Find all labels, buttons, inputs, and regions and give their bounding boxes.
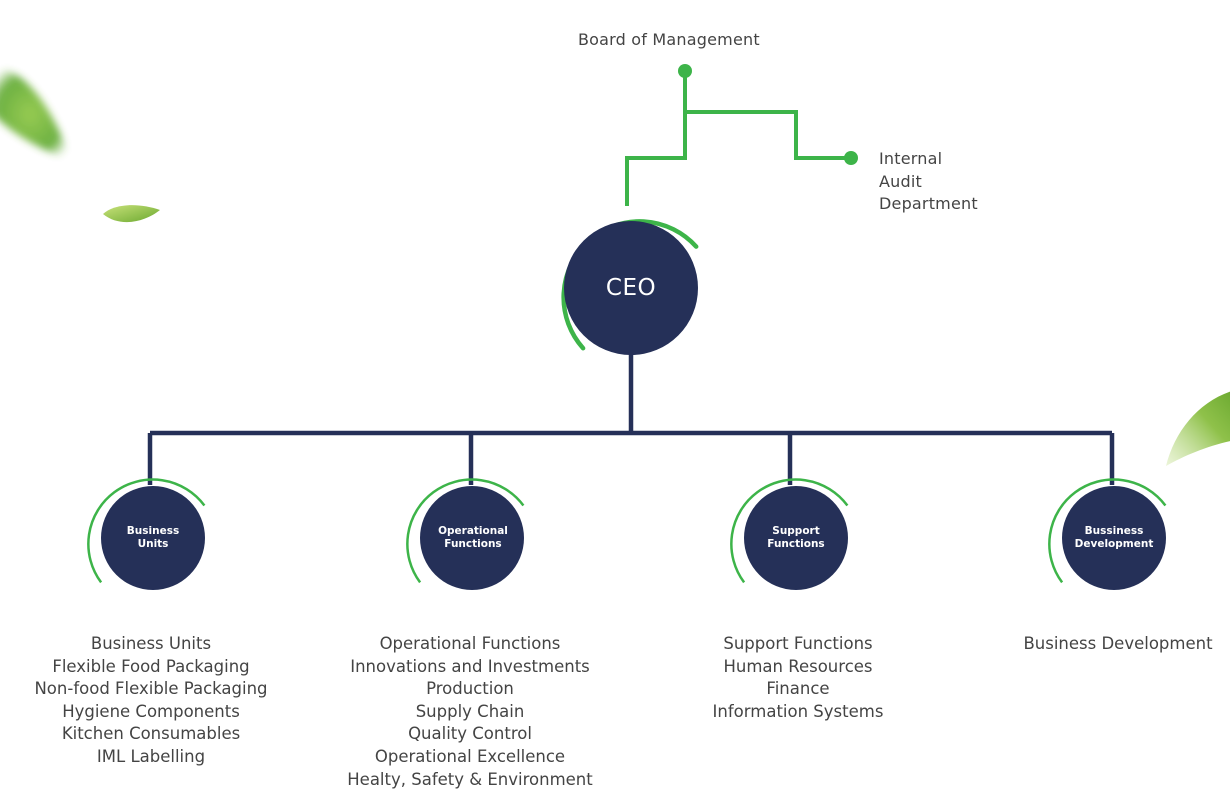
node-label-line: Bussiness (1084, 525, 1144, 537)
audit-line-2: Audit (879, 171, 922, 191)
node-label-line: Functions (767, 538, 825, 550)
list-item: Hygiene Components (62, 701, 240, 721)
board-dot (678, 64, 692, 78)
node-label-line: Development (1074, 538, 1154, 550)
leaf-small-decoration (103, 205, 160, 223)
list-item: Quality Control (408, 724, 532, 744)
list-item: Kitchen Consumables (61, 724, 241, 744)
node-label-business-units: Business Units (127, 525, 179, 551)
list-item: Non-food Flexible Packaging (34, 679, 268, 699)
ceo-circle (564, 221, 698, 355)
node-label-support-functions: Support Functions (767, 525, 824, 551)
list-item: Innovations and Investments (350, 656, 590, 676)
leaf-top-left-decoration (0, 69, 70, 160)
audit-dot (844, 151, 858, 165)
list-item: Operational Functions (379, 634, 561, 653)
board-of-management-label: Board of Management (578, 30, 760, 49)
list-item: Healty, Safety & Environment (347, 769, 593, 789)
leaf-right-decoration (1166, 391, 1230, 466)
node-circle-3 (744, 486, 848, 590)
node-circle-1 (101, 486, 205, 590)
support-functions-list: Support Functions Human Resources Financ… (713, 633, 884, 723)
node-circle-2 (420, 486, 524, 590)
list-item: Business Development (1023, 634, 1213, 653)
node-label-line: Functions (444, 538, 502, 550)
node-label-line: Support (772, 525, 820, 537)
business-units-list: Business Units Flexible Food Packaging N… (34, 633, 267, 769)
node-arc-3 (730, 478, 849, 584)
operational-functions-list: Operational Functions Innovations and In… (347, 633, 592, 790)
list-item: Operational Excellence (374, 746, 566, 766)
audit-line-1: Internal (879, 149, 943, 168)
list-item: Information Systems (712, 701, 884, 721)
ceo-label: CEO (605, 275, 657, 301)
node-arc-1 (87, 478, 206, 584)
node-arc-4 (1048, 478, 1167, 584)
list-item: Finance (766, 679, 830, 699)
node-label-operational-functions: Operational Functions (438, 525, 508, 551)
business-development-list: Business Development (1023, 633, 1212, 656)
node-label-business-development: Bussiness Development (1075, 525, 1154, 551)
child-nodes (87, 478, 1167, 590)
node-label-line: Units (137, 538, 169, 550)
list-item: Human Resources (723, 656, 873, 676)
list-item: Support Functions (723, 634, 873, 653)
list-item: Business Units (90, 634, 212, 653)
node-label-line: Business (126, 525, 180, 537)
node-arc-2 (406, 478, 525, 584)
board-connector (683, 71, 850, 160)
list-item: Flexible Food Packaging (52, 656, 250, 676)
node-circle-4 (1062, 486, 1166, 590)
node-label-line: Operational (438, 525, 508, 537)
internal-audit-label: Internal Audit Department (879, 148, 978, 216)
ceo-green-connector (625, 105, 687, 206)
audit-line-3: Department (879, 194, 978, 213)
list-item: IML Labelling (96, 746, 206, 766)
list-item: Supply Chain (415, 701, 525, 721)
list-item: Production (426, 679, 514, 699)
